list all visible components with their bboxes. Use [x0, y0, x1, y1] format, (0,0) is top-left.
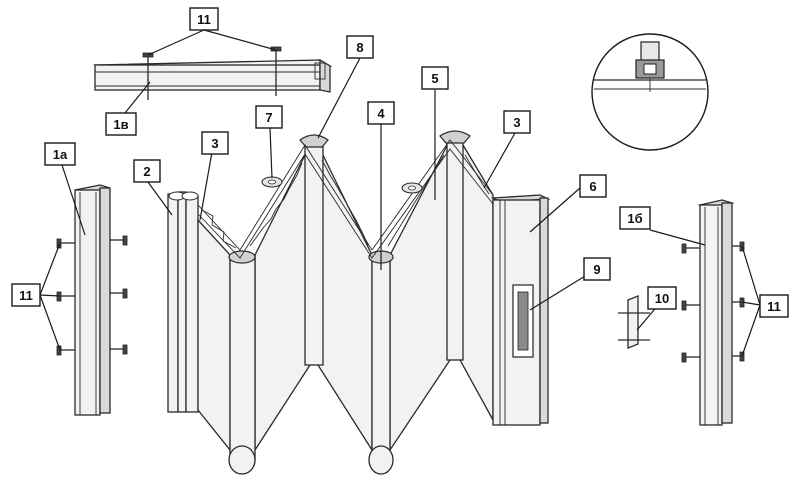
svg-text:8: 8	[356, 40, 363, 55]
svg-text:3: 3	[513, 115, 520, 130]
svg-text:1а: 1а	[53, 147, 68, 162]
svg-text:7: 7	[265, 110, 272, 125]
svg-text:9: 9	[593, 262, 600, 277]
callout-1a: 1а	[44, 142, 76, 166]
callout-1v: 1в	[105, 112, 137, 136]
callout-3-left: 3	[201, 131, 229, 155]
svg-text:11: 11	[767, 299, 781, 314]
svg-text:4: 4	[377, 106, 385, 121]
svg-text:11: 11	[197, 12, 211, 27]
callout-8: 8	[346, 35, 374, 59]
svg-text:3: 3	[211, 136, 218, 151]
callout-4: 4	[367, 101, 395, 125]
svg-text:1в: 1в	[113, 117, 128, 132]
callout-3-right: 3	[503, 110, 531, 134]
callout-5: 5	[421, 66, 449, 90]
callout-7: 7	[255, 105, 283, 129]
callout-10: 10	[647, 286, 677, 310]
svg-text:2: 2	[143, 164, 150, 179]
top-rail-1v	[93, 58, 333, 93]
right-jamb-profile-1b	[697, 199, 735, 426]
callout-1b: 1б	[619, 206, 651, 230]
svg-text:6: 6	[589, 179, 596, 194]
callout-11-left: 11	[11, 283, 41, 307]
callout-9: 9	[583, 257, 611, 281]
profile-detail-inset	[591, 33, 709, 151]
svg-text:5: 5	[431, 71, 438, 86]
left-jamb-profile-1a	[74, 184, 111, 416]
svg-text:10: 10	[655, 291, 669, 306]
svg-text:11: 11	[19, 288, 33, 303]
callout-11-top: 11	[189, 7, 219, 31]
callout-11-right: 11	[759, 294, 789, 318]
callout-6: 6	[579, 174, 607, 198]
folding-door-panels	[167, 130, 551, 475]
leader-lines	[39, 29, 761, 357]
callout-2: 2	[133, 159, 161, 183]
svg-text:1б: 1б	[627, 211, 642, 226]
latch-plate-10	[618, 295, 650, 349]
